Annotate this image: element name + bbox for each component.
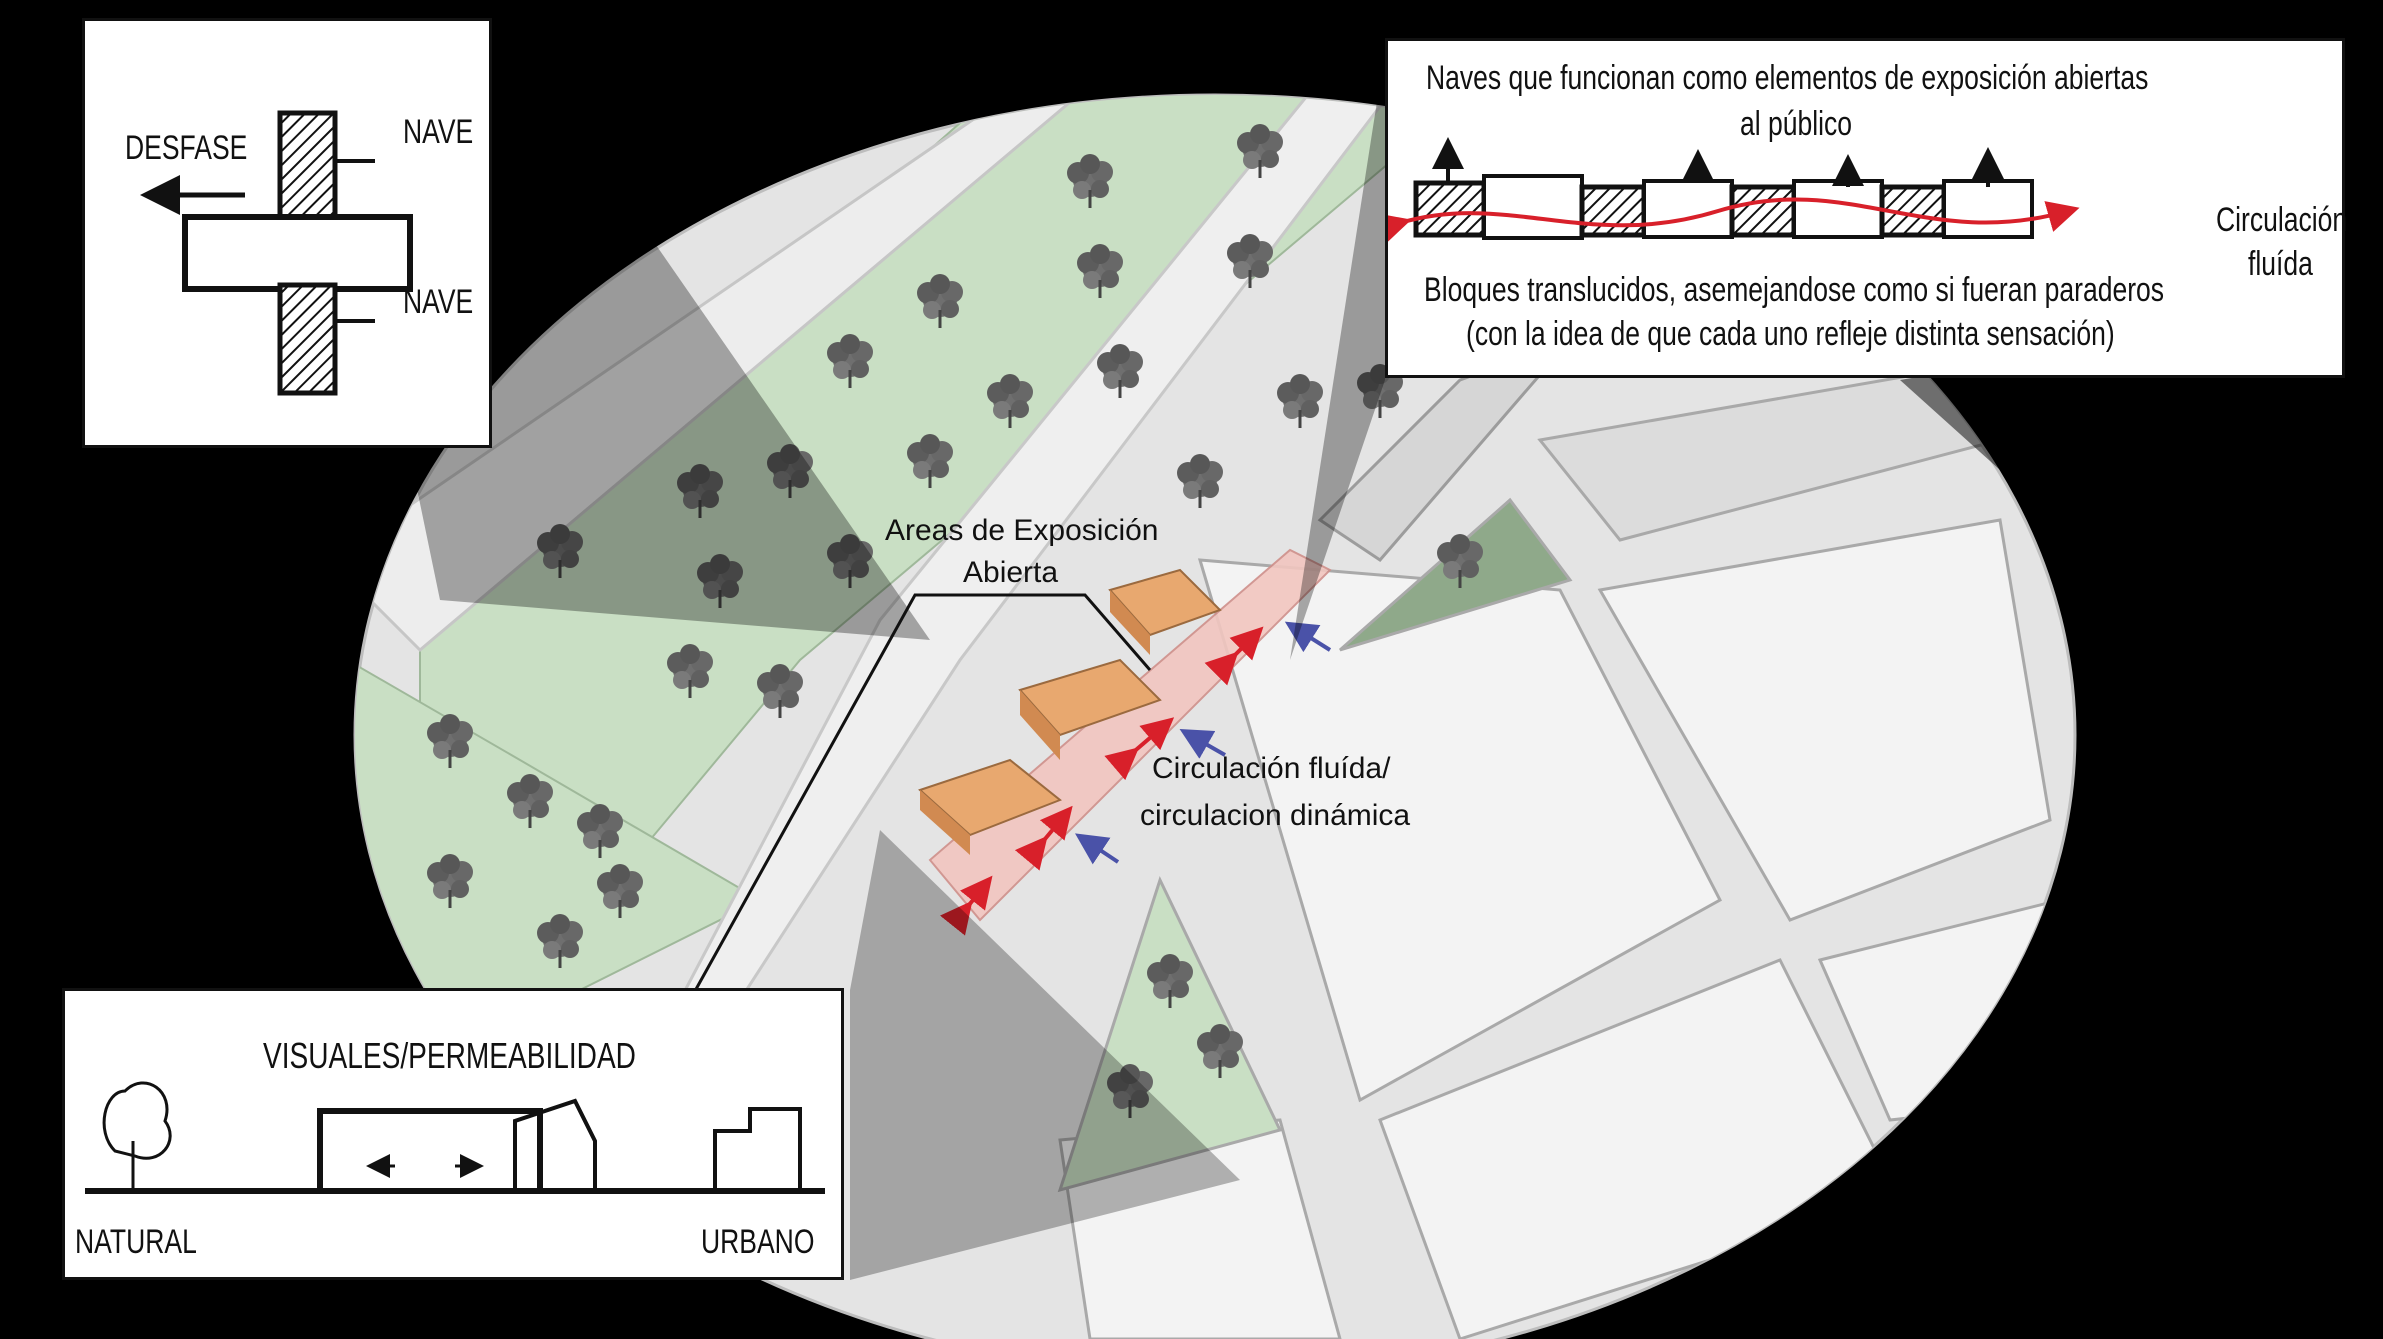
label-exhibition-line2: Abierta xyxy=(963,556,1058,589)
label-nave-top: NAVE xyxy=(403,113,474,151)
inset-desfase: DESFASE NAVE NAVE xyxy=(82,18,492,448)
building-sketch xyxy=(317,1108,543,1191)
label-nave-bottom: NAVE xyxy=(403,283,474,321)
naves-label-circulation-line1: Circulación xyxy=(2216,201,2348,239)
label-desfase: DESFASE xyxy=(125,129,248,167)
urban-sketch xyxy=(713,1107,802,1191)
callout-cone xyxy=(1290,50,1385,660)
naves-title-line1: Naves que funcionan como elementos de ex… xyxy=(1426,59,2149,97)
shed-sketch xyxy=(513,1098,597,1191)
naves-caption-line1: Bloques translucidos, asemejandose como … xyxy=(1424,271,2165,309)
inset-visuales: VISUALES/PERMEABILIDAD NATURAL URBANO xyxy=(62,988,844,1280)
road xyxy=(355,95,1125,653)
naves-title-line2: al público xyxy=(1740,105,1853,143)
circulation-arrows xyxy=(940,626,1264,936)
label-circulation-line1: Circulación fluída/ xyxy=(1152,752,1391,785)
visuales-title: VISUALES/PERMEABILIDAD xyxy=(263,1035,636,1076)
label-urbano: URBANO xyxy=(701,1223,815,1261)
label-natural: NATURAL xyxy=(75,1223,197,1261)
leader-line xyxy=(688,593,1152,1001)
callout-cone xyxy=(850,830,1240,1280)
naves-caption-line2: (con la idea de que cada uno refleje dis… xyxy=(1466,315,2115,353)
label-circulation-line2: circulacion dinámica xyxy=(1140,799,1410,832)
inset-naves: Naves que funcionan como elementos de ex… xyxy=(1385,38,2348,378)
naves-label-circulation-line2: fluída xyxy=(2248,245,2313,283)
green-triangle xyxy=(1057,875,1283,1193)
entry-arrows xyxy=(1075,621,1332,865)
visuales-sketch xyxy=(85,1081,825,1194)
label-exhibition-line1: Areas de Exposición xyxy=(885,514,1159,547)
building-block xyxy=(1597,518,2052,922)
tree-sketch xyxy=(102,1081,172,1191)
exhibition-blocks xyxy=(918,568,1222,855)
desfase-sketch xyxy=(140,110,413,396)
naves-sketch xyxy=(1388,137,2080,245)
